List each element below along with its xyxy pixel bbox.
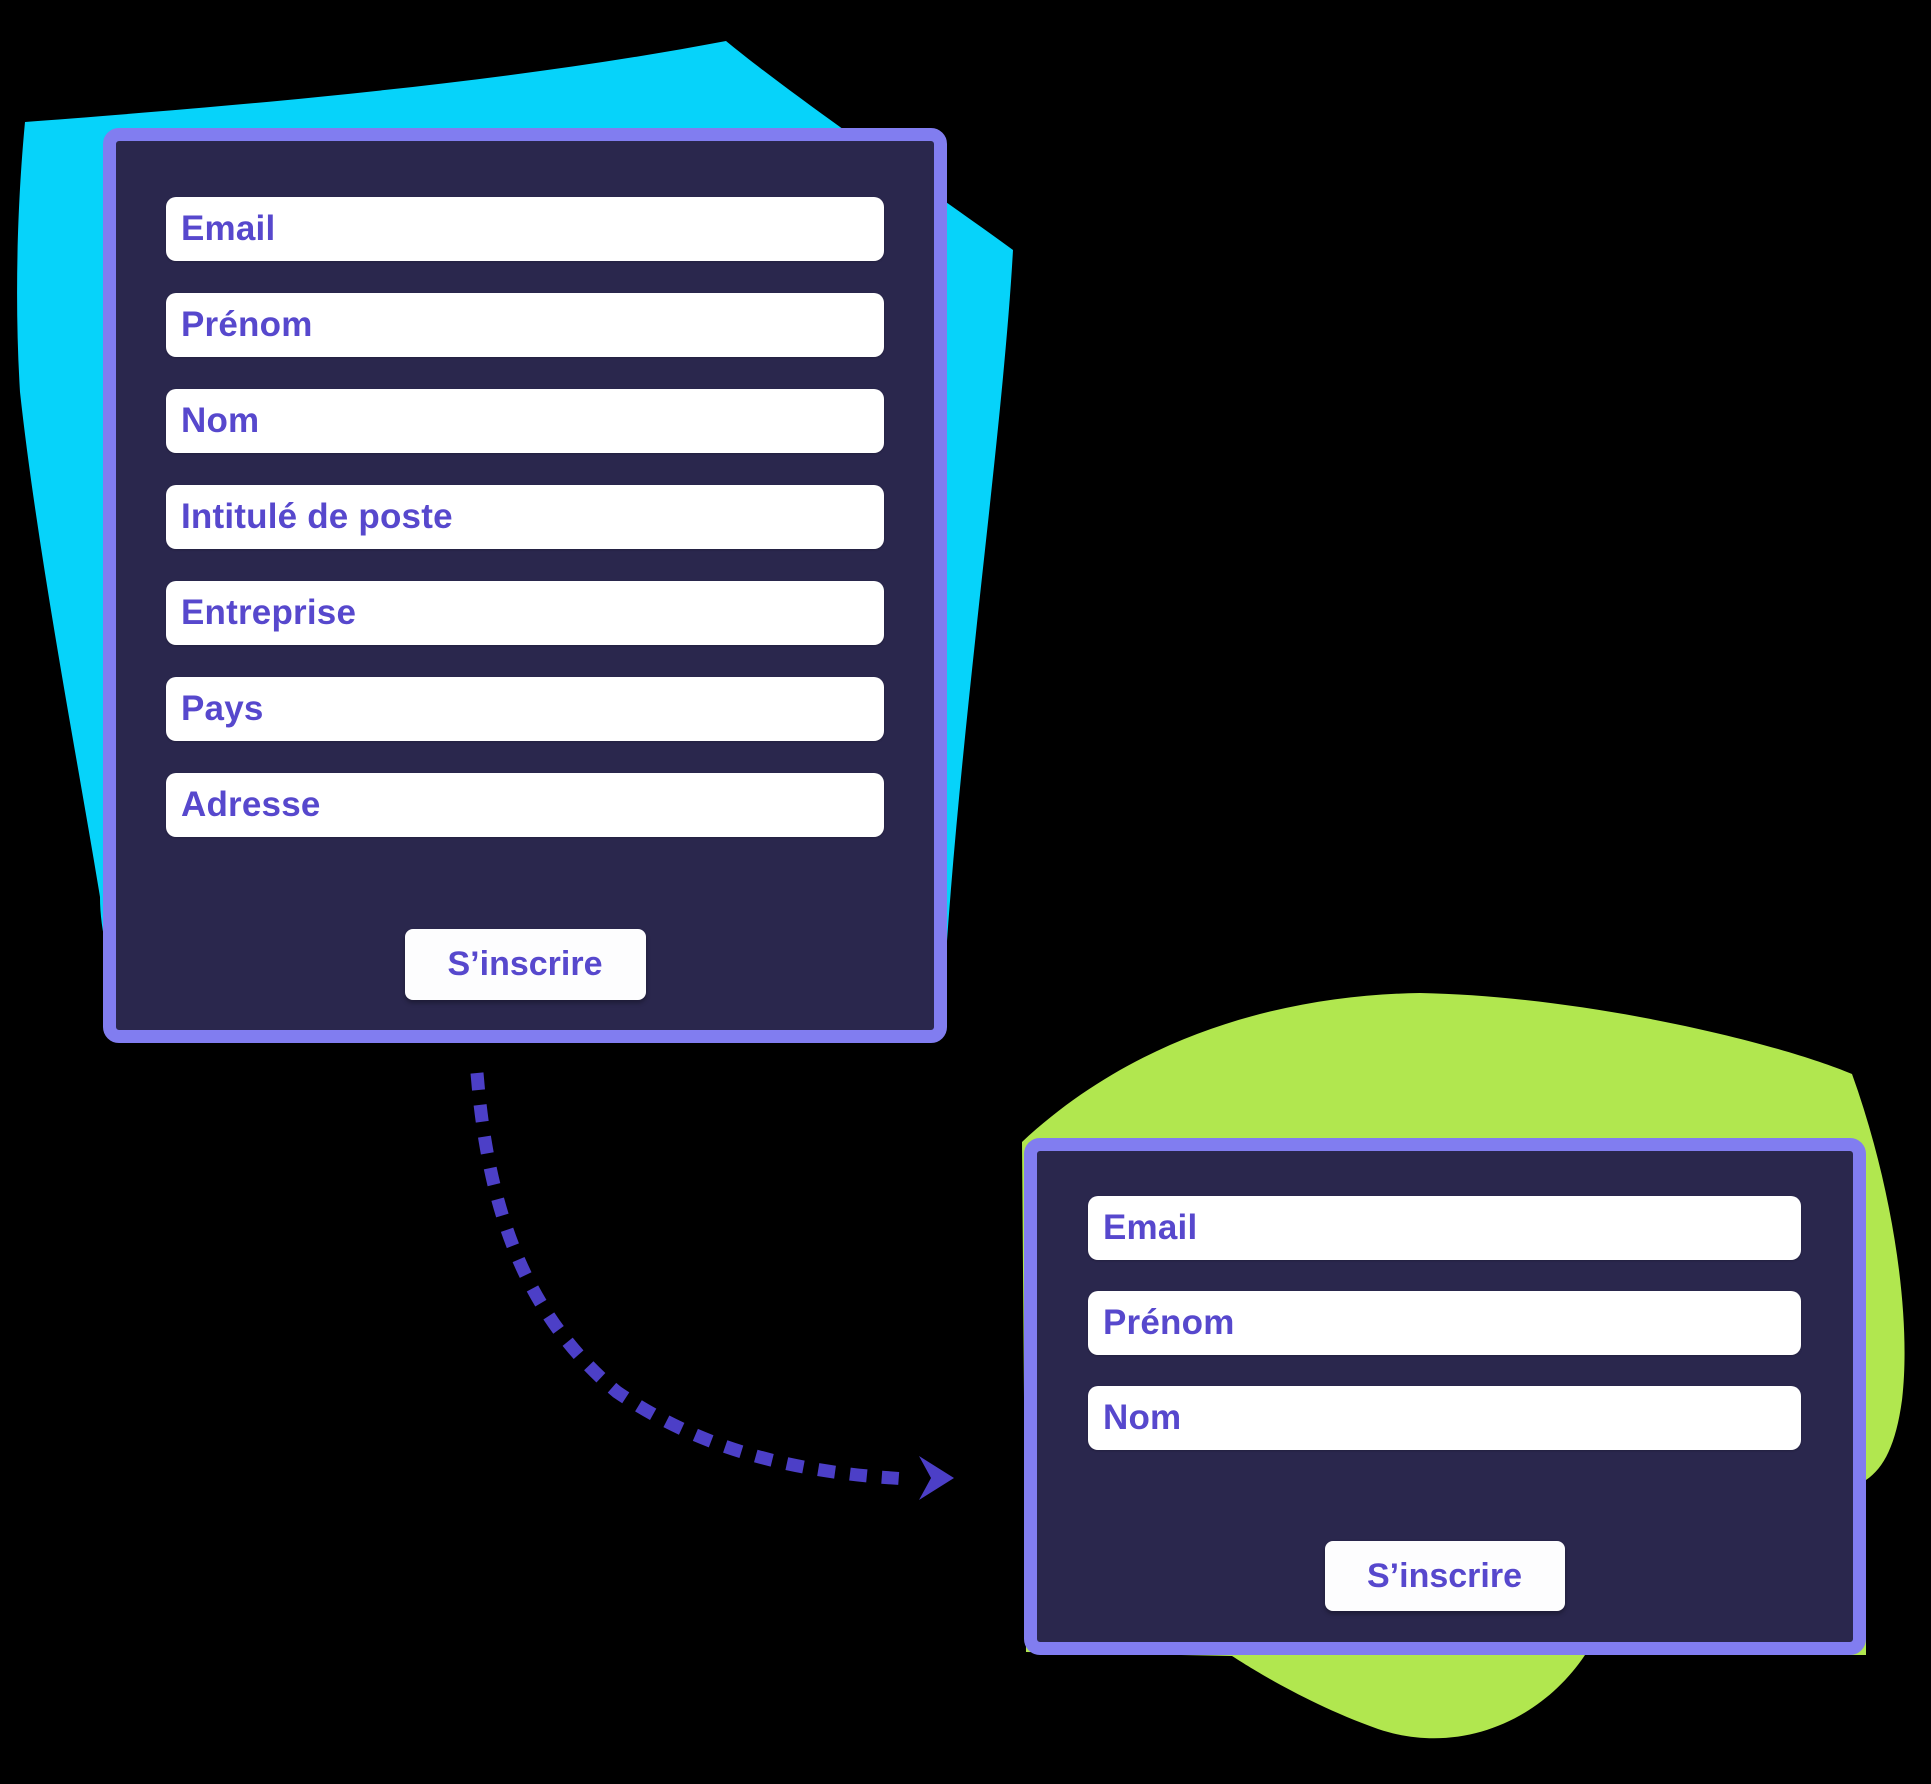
input-prenom[interactable]: Prénom [166, 293, 884, 357]
input-nom-short-label: Nom [1103, 1398, 1182, 1437]
input-email[interactable]: Email [166, 197, 884, 261]
input-pays[interactable]: Pays [166, 677, 884, 741]
dashed-arrow-curve [470, 1072, 909, 1486]
signup-form-full: Email Prénom Nom Intitulé de poste Entre… [103, 128, 947, 1043]
input-pays-label: Pays [181, 689, 264, 728]
input-intitule-de-poste[interactable]: Intitulé de poste [166, 485, 884, 549]
input-email-short-label: Email [1103, 1208, 1198, 1247]
input-email-label: Email [181, 209, 276, 248]
input-entreprise-label: Entreprise [181, 593, 357, 632]
input-prenom-short[interactable]: Prénom [1088, 1291, 1801, 1355]
signup-form-short: Email Prénom Nom S’inscrire [1024, 1138, 1866, 1655]
input-prenom-label: Prénom [181, 305, 313, 344]
arrowhead-icon [919, 1456, 954, 1500]
signup-button-short[interactable]: S’inscrire [1324, 1541, 1565, 1611]
input-adresse[interactable]: Adresse [166, 773, 884, 837]
input-email-short[interactable]: Email [1088, 1196, 1801, 1260]
input-nom-short[interactable]: Nom [1088, 1386, 1801, 1450]
input-nom-label: Nom [181, 401, 260, 440]
input-entreprise[interactable]: Entreprise [166, 581, 884, 645]
input-adresse-label: Adresse [181, 785, 321, 824]
signup-button-full[interactable]: S’inscrire [404, 929, 646, 1000]
input-prenom-short-label: Prénom [1103, 1303, 1235, 1342]
input-nom[interactable]: Nom [166, 389, 884, 453]
input-intitule-de-poste-label: Intitulé de poste [181, 497, 453, 536]
